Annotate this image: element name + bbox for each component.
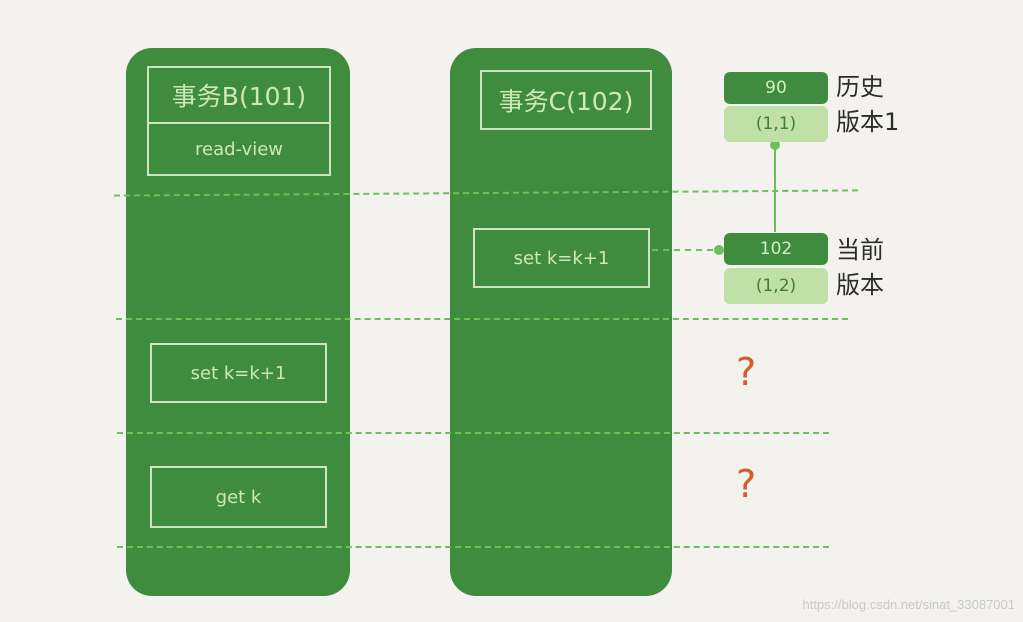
current-version-row: (1,2) [724, 268, 828, 304]
current-row-text: (1,2) [755, 276, 797, 296]
current-label-line1: 当前 [836, 236, 884, 264]
current-label-line2: 版本 [836, 271, 884, 299]
transaction-c-column [450, 48, 672, 596]
transaction-b-update-step: set k=k+1 [150, 343, 327, 403]
current-version-label: 当前 版本 [836, 233, 884, 303]
unknown-version-mark-1: ? [736, 350, 757, 394]
unknown-version-mark-2: ? [736, 462, 757, 506]
watermark: https://blog.csdn.net/sinat_33087001 [802, 597, 1016, 612]
historical-trx-id-text: 90 [765, 78, 787, 98]
current-trx-id-text: 102 [759, 239, 793, 259]
transaction-c-update-step: set k=k+1 [473, 228, 650, 288]
transaction-c-title: 事务C(102) [480, 70, 652, 130]
transaction-c-title-text: 事务C(102) [498, 87, 634, 116]
transaction-b-title-text: 事务B(101) [171, 82, 307, 111]
transaction-b-update-text: set k=k+1 [190, 362, 287, 384]
read-view-box: read-view [147, 122, 331, 176]
time-step-line-2 [116, 318, 848, 320]
transaction-b-title: 事务B(101) [147, 66, 331, 124]
historical-label-line2: 版本1 [836, 108, 900, 136]
read-view-label: read-view [195, 138, 283, 160]
current-version-trx-id: 102 [724, 233, 828, 265]
historical-label-line1: 历史 [836, 73, 884, 101]
time-step-line-3 [117, 432, 829, 434]
historical-version-trx-id: 90 [724, 72, 828, 104]
update-link-dot [714, 245, 724, 255]
transaction-b-column [126, 48, 350, 596]
transaction-b-get-step: get k [150, 466, 327, 528]
historical-version-label: 历史 版本1 [836, 70, 899, 140]
transaction-b-get-text: get k [215, 486, 262, 508]
historical-row-text: (1,1) [755, 114, 797, 134]
time-step-line-4 [117, 546, 829, 548]
transaction-c-update-text: set k=k+1 [513, 247, 610, 269]
historical-version-row: (1,1) [724, 106, 828, 142]
